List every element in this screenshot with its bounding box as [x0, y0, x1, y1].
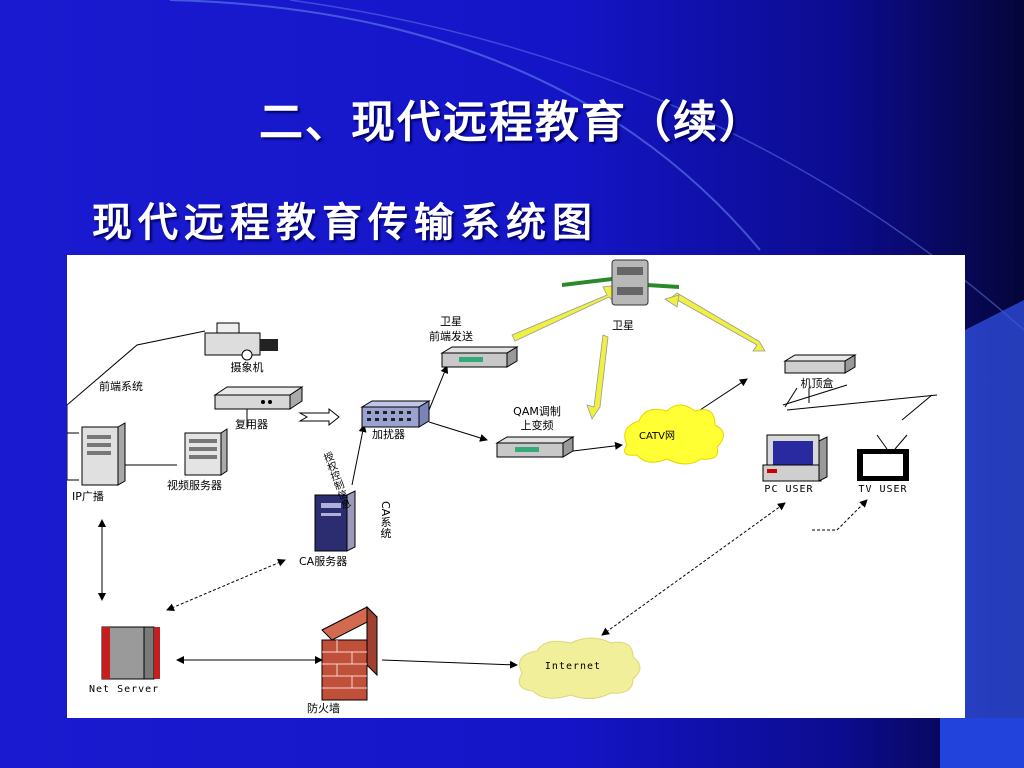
- settop-label: 机顶盒: [800, 377, 834, 390]
- firewall-icon: [321, 605, 378, 701]
- qam-label-line2: 上变频: [520, 419, 554, 432]
- internet-label: Internet: [544, 661, 602, 672]
- diagram-graphics: [67, 259, 938, 701]
- video-server-label: 视频服务器: [167, 479, 222, 492]
- settop-box-icon: [783, 354, 857, 374]
- multiplexer-icon: [213, 386, 304, 410]
- camera-label: 摄象机: [230, 361, 264, 374]
- uplink-label-line2: 前端发送: [429, 330, 473, 343]
- frontend-label: 前端系统: [99, 380, 143, 393]
- ip-broadcast-server-icon: [81, 422, 126, 486]
- uplink-device-icon: [440, 346, 519, 368]
- catv-cloud: [624, 404, 724, 465]
- slide-title: 二、现代远程教育（续）: [259, 97, 765, 148]
- multiplexer-label: 复用器: [235, 418, 268, 431]
- video-server-icon: [184, 428, 228, 476]
- camera-icon: [204, 322, 278, 361]
- ip-broadcast-label: IP广播: [72, 490, 104, 503]
- hollow-arrow-icon: [298, 407, 340, 427]
- ca-server-label: CA服务器: [299, 555, 348, 568]
- pc-user-icon: [762, 434, 828, 482]
- ca-server-icon: [314, 490, 356, 552]
- net-server-icon: [101, 626, 160, 680]
- dashed-links: [166, 499, 868, 636]
- slide-subtitle: 现代远程教育传输系统图: [92, 199, 598, 246]
- uplink-label-line1: 卫星: [440, 315, 462, 328]
- internet-cloud: [518, 637, 641, 699]
- scrambler-label: 加扰器: [372, 428, 405, 441]
- qam-modulator-icon: [495, 436, 575, 458]
- satellite-label: 卫星: [612, 319, 634, 332]
- connector-lines: [67, 330, 938, 669]
- catv-label: CATV网: [639, 431, 675, 442]
- firewall-label: 防火墙: [307, 702, 340, 715]
- tv-user-label: TV USER: [858, 484, 908, 495]
- satellite-icon: [562, 259, 679, 306]
- net-server-label: Net Server: [89, 684, 160, 695]
- scrambler-icon: [360, 400, 431, 428]
- qam-label-line1: QAM调制: [513, 405, 561, 418]
- ca-system-label: CA系统: [379, 501, 392, 539]
- pc-user-label: PC USER: [764, 484, 814, 495]
- diagram-panel: 卫星 卫星 前端发送 摄象机 前端系统 复用器 加扰器 QAM调制 上变频 CA…: [67, 255, 965, 718]
- satellite-links: [511, 284, 766, 420]
- tv-user-icon: [857, 434, 909, 481]
